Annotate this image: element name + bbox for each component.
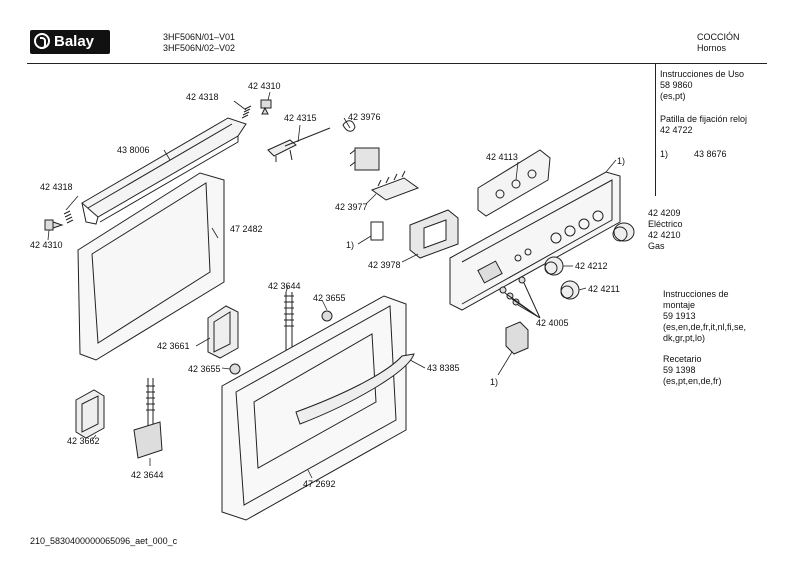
callout-424212: 42 4212 (575, 261, 608, 271)
instrucciones-uso-langs: (es,pt) (660, 91, 686, 101)
subcategory: Hornos (697, 43, 727, 53)
callout-424310-top: 42 4310 (248, 81, 281, 91)
part-423662-hinge-lower (75, 389, 105, 439)
patilla-title: Patilla de fijación reloj (660, 114, 748, 124)
montaje-code: 59 1913 (663, 311, 696, 321)
part-438385-door-handle (295, 353, 415, 425)
knob-gas-label: Gas (648, 241, 665, 251)
callout-438385: 43 8385 (427, 363, 460, 373)
part-424310-screw-left (44, 219, 64, 231)
part-423655-washer-left (229, 363, 241, 375)
callout-424315: 42 4315 (284, 113, 317, 123)
knob-electric-label: Eléctrico (648, 219, 683, 229)
part-424318-spring-top (241, 105, 252, 119)
callout-424318-left: 42 4318 (40, 182, 73, 192)
part-footnote-clip (370, 221, 384, 241)
part-424209-main-knob (612, 222, 635, 242)
callout-423644-top: 42 3644 (268, 281, 301, 291)
part-424318-spring-left (63, 210, 74, 224)
brand-logo: Balay (30, 30, 110, 54)
category: COCCIÓN (697, 32, 740, 42)
callout-footnote-panel: 1) (617, 156, 625, 166)
callout-424310-left: 42 4310 (30, 240, 63, 250)
part-footnote-block (505, 321, 529, 355)
part-423655-washer-right (321, 310, 333, 322)
recetario-title: Recetario (663, 354, 702, 364)
montaje-title-1: Instrucciones de (663, 289, 729, 299)
model-line-2: 3HF506N/02–V02 (163, 43, 236, 53)
callout-footnote-clip: 1) (346, 240, 354, 250)
callout-footnote-block: 1) (490, 377, 498, 387)
part-424212-knob (544, 256, 564, 276)
instrucciones-uso-code: 58 9860 (660, 80, 693, 90)
part-424113-panel-bracket (477, 149, 551, 217)
footnote-marker: 1) (660, 149, 669, 159)
callout-424113: 42 4113 (486, 152, 518, 162)
callout-424318-top: 42 4318 (186, 92, 219, 102)
part-424315-sensor (267, 127, 331, 162)
part-423978-timer-module (409, 209, 459, 259)
callout-438006: 43 8006 (117, 145, 150, 155)
drawing-id: 210_5830400000065096_aet_000_c (30, 536, 178, 546)
callout-424211: 42 4211 (588, 284, 620, 294)
knob-gas-code: 42 4210 (648, 230, 681, 240)
callout-423644-lower: 42 3644 (131, 470, 164, 480)
callout-472482: 47 2482 (230, 224, 263, 234)
model-line-1: 3HF506N/01–V01 (163, 32, 236, 42)
montaje-langs-1: (es,en,de,fr,it,nl,fi,se, (663, 322, 747, 332)
knob-electric-code: 42 4209 (648, 208, 681, 218)
part-423977-terminal-block (370, 170, 420, 201)
callout-472692: 47 2692 (303, 479, 336, 489)
montaje-langs-2: dk,gr,pt,lo) (663, 333, 706, 343)
part-423644-hinge-rod-top (284, 292, 294, 354)
part-423976-switch (342, 120, 380, 171)
header-divider (27, 63, 767, 64)
part-472482-inner-glass (77, 172, 225, 361)
part-424005-buttons (499, 276, 541, 319)
callout-423661: 42 3661 (157, 341, 190, 351)
callout-423655-left: 42 3655 (188, 364, 221, 374)
part-438006-trim-bar (81, 117, 247, 225)
part-424310-screw-top (260, 99, 272, 115)
leader-lines (47, 91, 617, 479)
part-423661-hinge-bracket (207, 305, 239, 359)
part-424211-knob (560, 280, 580, 300)
callout-424005: 42 4005 (536, 318, 569, 328)
callout-423655-right: 42 3655 (313, 293, 346, 303)
callout-423976: 42 3976 (348, 112, 381, 122)
recetario-langs: (es,pt,en,de,fr) (663, 376, 722, 386)
part-423644-hinge-rod-lower (133, 378, 163, 459)
recetario-code: 59 1398 (663, 365, 696, 375)
callout-423662: 42 3662 (67, 436, 100, 446)
callout-423978: 42 3978 (368, 260, 401, 270)
footnote-code: 43 8676 (694, 149, 727, 159)
callout-423977: 42 3977 (335, 202, 368, 212)
montaje-title-2: montaje (663, 300, 696, 310)
brand-name: Balay (54, 33, 95, 50)
patilla-code: 42 4722 (660, 125, 693, 135)
instrucciones-uso-title: Instrucciones de Uso (660, 69, 745, 79)
notes-divider (655, 64, 656, 196)
brand-mark-icon (34, 33, 50, 49)
